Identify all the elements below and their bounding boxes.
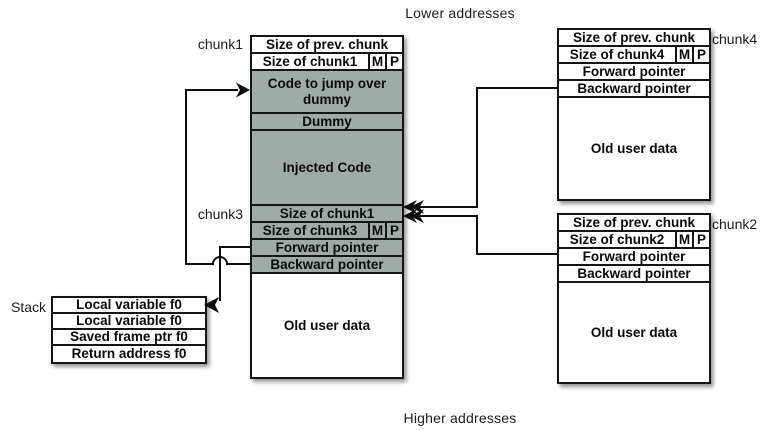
flag-p-cell: P — [385, 223, 402, 238]
forward-pointer-row: Forward pointer — [559, 249, 709, 266]
cell-text: Size of prev. chunk — [572, 29, 696, 45]
cell-text: Size of chunk2 — [569, 231, 665, 247]
old-user-data-row: Old user data — [559, 283, 709, 382]
flag-m-cell: M — [675, 47, 692, 62]
cell-text: Code to jump over dummy — [267, 76, 387, 107]
cell-text: Forward pointer — [275, 239, 379, 255]
cell-text: Return address f0 — [71, 346, 187, 362]
flag-m-cell: M — [368, 54, 385, 69]
cell-text: Size of chunk1 — [262, 53, 358, 69]
cell-text: Size of prev. chunk — [265, 36, 389, 52]
code-to-jump-over-dummy-row: Code to jump over dummy — [252, 71, 402, 114]
cell-text: Backward pointer — [270, 256, 384, 272]
old-user-data-row: Old user data — [559, 98, 709, 199]
cell-text: Old user data — [283, 317, 371, 333]
chunk3-backward-pointer-arrow — [185, 89, 250, 265]
lower-addresses-label: Lower addresses — [405, 5, 515, 21]
cell-text: Forward pointer — [582, 63, 686, 79]
local-variable-f0-row: Local variable f0 — [53, 313, 205, 330]
cell-text: Old user data — [590, 140, 678, 156]
cell-text: Size of chunk4 — [569, 46, 665, 62]
arrowhead-chunk4-into-chunk3-double — [410, 200, 424, 214]
higher-addresses-label: Higher addresses — [403, 410, 517, 426]
chunk3-label: chunk3 — [197, 206, 243, 222]
backward-pointer-row: Backward pointer — [252, 257, 402, 274]
chunk1-label: chunk1 — [197, 36, 243, 52]
arrowhead-chunk4-into-chunk3 — [403, 200, 417, 214]
size-of-prev-chunk-row: Size of prev. chunk — [559, 30, 709, 47]
chunk4-label: chunk4 — [712, 31, 758, 47]
saved-frame-ptr-f0-row: Saved frame ptr f0 — [53, 329, 205, 346]
arrowhead-chunk2-into-chunk3 — [403, 209, 417, 223]
forward-pointer-row: Forward pointer — [252, 240, 402, 257]
cell-text: Injected Code — [282, 159, 372, 175]
cell-text: Local variable f0 — [76, 297, 182, 313]
cell-text: Saved frame ptr f0 — [70, 329, 188, 345]
dummy-row: Dummy — [252, 114, 402, 131]
cell-text: Old user data — [590, 324, 678, 340]
cell-text: Backward pointer — [577, 80, 691, 96]
backward-pointer-row: Backward pointer — [559, 266, 709, 283]
local-variable-f0-row: Local variable f0 — [53, 297, 205, 314]
backward-pointer-row: Backward pointer — [559, 81, 709, 98]
stack-label: Stack — [10, 299, 46, 315]
size-of-chunk1-row: Size of chunk1 — [252, 206, 402, 223]
flag-m-cell: M — [675, 232, 692, 247]
flag-m-cell: M — [368, 223, 385, 238]
cell-text: Forward pointer — [582, 248, 686, 264]
chunk3-forward-pointer-arrow — [219, 246, 250, 301]
forward-pointer-row: Forward pointer — [559, 64, 709, 81]
cell-text: Local variable f0 — [76, 313, 182, 329]
cell-text: Dummy — [302, 113, 352, 129]
flag-p-cell: P — [692, 47, 709, 62]
injected-code-row: Injected Code — [252, 131, 402, 206]
cell-text: Size of prev. chunk — [572, 214, 696, 230]
old-user-data-row: Old user data — [252, 274, 402, 377]
cell-text: Backward pointer — [577, 265, 691, 281]
arrowhead-into-injected-code — [236, 82, 250, 98]
flag-p-cell: P — [692, 232, 709, 247]
return-address-f0-row: Return address f0 — [53, 346, 205, 362]
chunk4-backward-pointer-arrow — [415, 87, 557, 208]
flag-p-cell: P — [385, 54, 402, 69]
size-of-prev-chunk-row: Size of prev. chunk — [559, 215, 709, 232]
arrowhead-chunk2-into-chunk3-double — [410, 209, 424, 223]
cell-text: Size of chunk1 — [279, 205, 375, 221]
size-of-prev-chunk-row: Size of prev. chunk — [252, 37, 402, 54]
chunk2-label: chunk2 — [712, 216, 758, 232]
chunk2-forward-pointer-arrow — [415, 215, 557, 255]
cell-text: Size of chunk3 — [262, 222, 358, 238]
